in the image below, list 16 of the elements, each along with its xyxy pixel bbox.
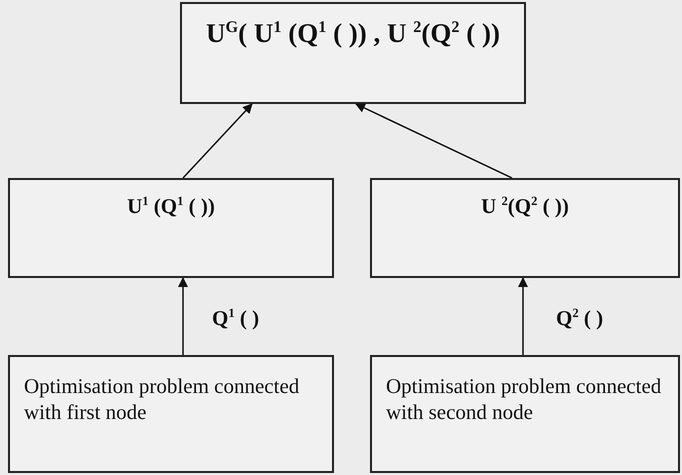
arrow: [182, 103, 253, 179]
formula-text: U$^{1}$ (Q$^{1}$ ( )): [127, 194, 215, 219]
edge-label: Q$^{2}$ ( ): [556, 306, 604, 331]
arrow: [178, 277, 188, 355]
process-box: [180, 2, 526, 104]
process-box: [370, 355, 680, 473]
process-box: [370, 178, 680, 278]
formula-text: U $^{2}$(Q$^{2}$ ( )): [481, 194, 569, 219]
arrow: [518, 277, 528, 355]
box-text: Optimisation problem connected with first node: [24, 373, 300, 426]
process-box: [8, 355, 334, 473]
box-text: Optimisation problem connected with second node: [386, 373, 662, 426]
formula-text: U$^{G}$( U$^{1}$ (Q$^{1}$ ( )) , U $^{2}$(Q$^{2}$ ( )): [206, 18, 500, 49]
arrow: [355, 103, 512, 179]
process-box: [8, 178, 334, 278]
edge-label: Q$^{1}$ ( ): [212, 306, 260, 331]
